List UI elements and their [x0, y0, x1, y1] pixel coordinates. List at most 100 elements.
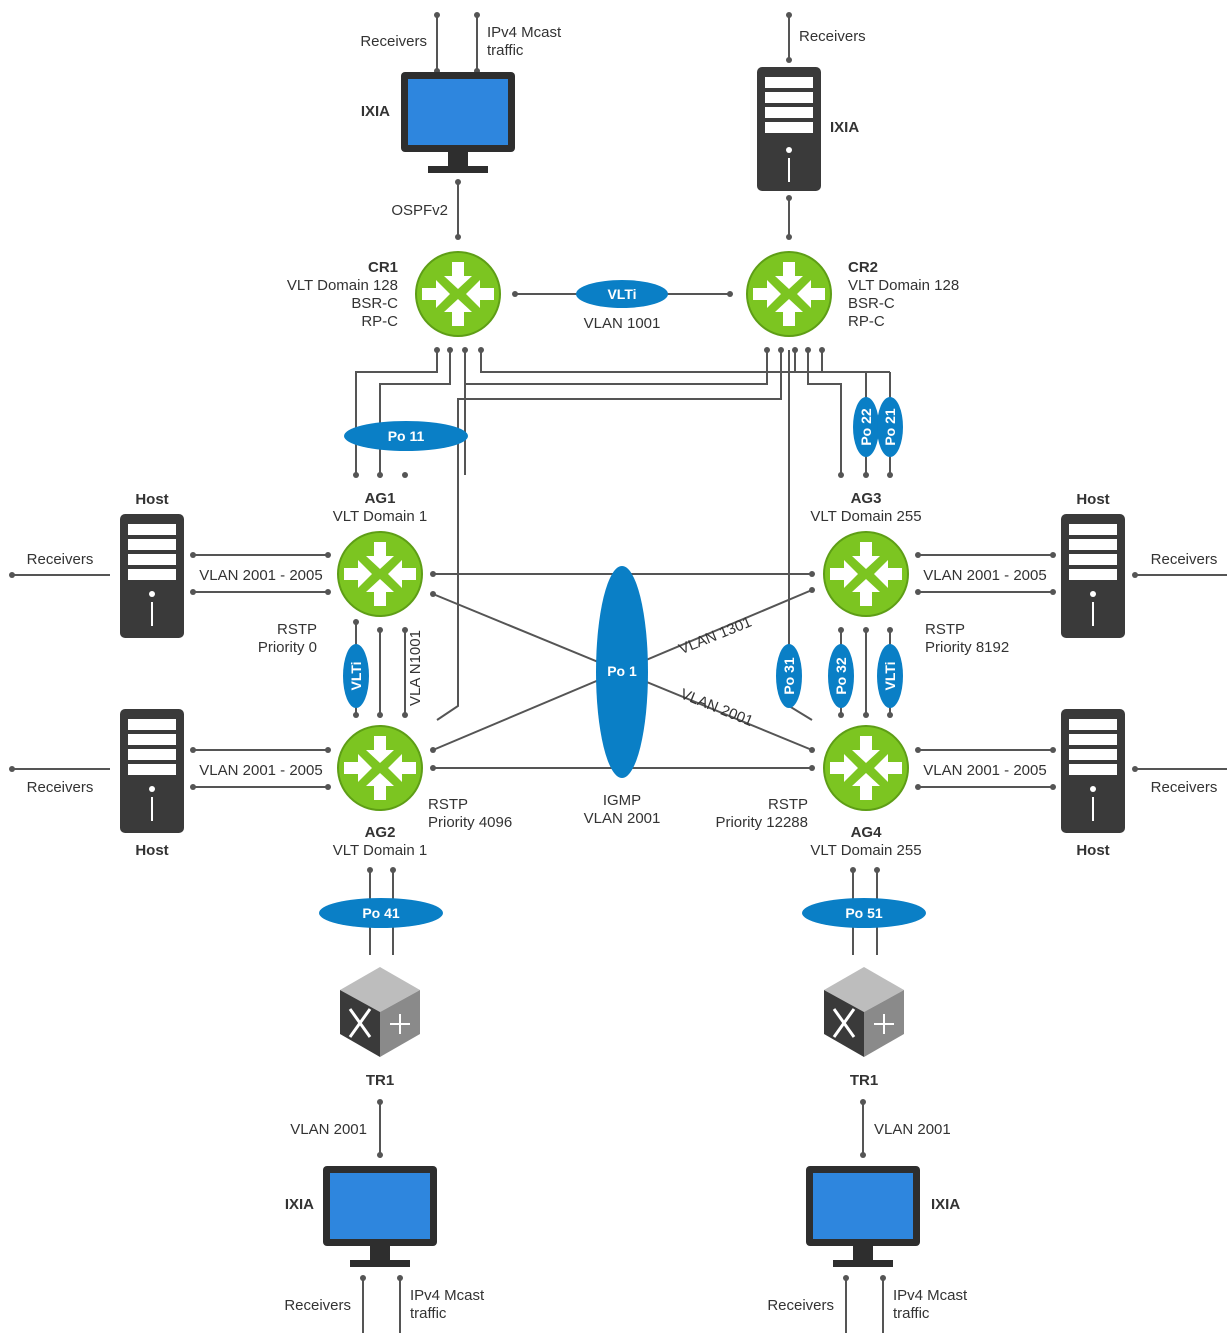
ag2-name: AG2 [365, 824, 396, 841]
ag1-priority: Priority 0 [258, 639, 317, 656]
ixia-bl-label: IXIA [285, 1196, 314, 1213]
ospfv2-label: OSPFv2 [391, 202, 448, 219]
ixia-tr-receivers: Receivers [799, 28, 866, 45]
ixia-bl-traffic-2: traffic [410, 1305, 447, 1322]
server-icon [1060, 513, 1126, 639]
po51-label: Po 51 [845, 905, 883, 921]
server-tower-icon [757, 67, 821, 191]
oval-po22: Po 22 [853, 397, 879, 457]
po22-label: Po 22 [858, 408, 874, 446]
ixia-tr-label: IXIA [830, 119, 859, 136]
cr1-line2: VLT Domain 128 [287, 277, 398, 294]
ixia-bl-vlan: VLAN 2001 [290, 1121, 367, 1138]
oval-po21: Po 21 [877, 397, 903, 457]
vlan-core-label: VLAN 1001 [584, 315, 661, 332]
host-br-vlan: VLAN 2001 - 2005 [923, 762, 1046, 779]
oval-po1: Po 1 [596, 566, 648, 778]
ag4-rstp: RSTP [768, 796, 808, 813]
host-tl-vlan: VLAN 2001 - 2005 [199, 567, 322, 584]
host-bl-vlan: VLAN 2001 - 2005 [199, 762, 322, 779]
ixia-tl-label: IXIA [361, 103, 390, 120]
host-tr-receivers: Receivers [1151, 551, 1218, 568]
host-tr-vlan: VLAN 2001 - 2005 [923, 567, 1046, 584]
po41-label: Po 41 [362, 905, 400, 921]
monitor-icon [401, 72, 515, 173]
ag2-line2: VLT Domain 1 [333, 842, 428, 859]
vlan-n1001-label: VLA N1001 [407, 630, 424, 706]
connection-dots [9, 12, 1138, 1281]
po1-label: Po 1 [607, 663, 637, 679]
vlan-2001-diag-label: VLAN 2001 [678, 686, 756, 731]
ag3-priority: Priority 8192 [925, 639, 1009, 656]
router-icon [337, 725, 423, 811]
ag2-priority: Priority 4096 [428, 814, 512, 831]
server-icon [119, 708, 185, 834]
oval-po11: Po 11 [344, 421, 468, 451]
cr2-line3: BSR-C [848, 295, 895, 312]
host-tr-label: Host [1076, 491, 1109, 508]
router-icon [823, 531, 909, 617]
ag4-name: AG4 [851, 824, 883, 841]
router-icon [823, 725, 909, 811]
vlti-core-label: VLTi [607, 286, 636, 302]
cr2-line2: VLT Domain 128 [848, 277, 959, 294]
cr1-name: CR1 [368, 259, 398, 276]
oval-po31: Po 31 [776, 644, 802, 708]
cr1-line4: RP-C [361, 313, 398, 330]
oval-vlti-core: VLTi [576, 280, 668, 308]
ixia-bl-traffic-1: IPv4 Mcast [410, 1287, 485, 1304]
ixia-br-vlan: VLAN 2001 [874, 1121, 951, 1138]
ag2-rstp: RSTP [428, 796, 468, 813]
igmp-vlan-label: VLAN 2001 [584, 810, 661, 827]
tr1-left-label: TR1 [366, 1072, 394, 1089]
oval-po32: Po 32 [828, 644, 854, 708]
vlti-ag34-label: VLTi [882, 661, 898, 690]
host-bl-label: Host [135, 842, 168, 859]
po21-label: Po 21 [882, 408, 898, 446]
monitor-icon [323, 1166, 437, 1267]
igmp-label: IGMP [603, 792, 641, 809]
ixia-br-label: IXIA [931, 1196, 960, 1213]
ag1-line2: VLT Domain 1 [333, 508, 428, 525]
vlan-1301-label: VLAN 1301 [677, 614, 755, 659]
ag3-line2: VLT Domain 255 [810, 508, 921, 525]
ag3-rstp: RSTP [925, 621, 965, 638]
cr1-line3: BSR-C [351, 295, 398, 312]
ag1-name: AG1 [365, 490, 396, 507]
host-tl-receivers: Receivers [27, 551, 94, 568]
ixia-br-traffic-2: traffic [893, 1305, 930, 1322]
switch-cube-icon [338, 965, 422, 1059]
tr1-right-label: TR1 [850, 1072, 878, 1089]
po11-label: Po 11 [388, 428, 425, 444]
server-icon [1060, 708, 1126, 834]
ag4-line2: VLT Domain 255 [810, 842, 921, 859]
host-tl-label: Host [135, 491, 168, 508]
oval-po51: Po 51 [802, 898, 926, 928]
router-icon [337, 531, 423, 617]
host-bl-receivers: Receivers [27, 779, 94, 796]
ixia-bl-receivers: Receivers [284, 1297, 351, 1314]
ixia-br-receivers: Receivers [767, 1297, 834, 1314]
ixia-br-traffic-1: IPv4 Mcast [893, 1287, 968, 1304]
host-br-receivers: Receivers [1151, 779, 1218, 796]
ixia-tl-traffic-2: traffic [487, 42, 524, 59]
cr2-line4: RP-C [848, 313, 885, 330]
host-br-label: Host [1076, 842, 1109, 859]
oval-po41: Po 41 [319, 898, 443, 928]
ixia-tl-receivers: Receivers [360, 33, 427, 50]
po31-label: Po 31 [781, 657, 797, 695]
ag3-name: AG3 [851, 490, 882, 507]
router-icon [415, 251, 501, 337]
vlti-ag12-label: VLTi [348, 661, 364, 690]
ag1-rstp: RSTP [277, 621, 317, 638]
po32-label: Po 32 [833, 657, 849, 695]
ag4-priority: Priority 12288 [715, 814, 808, 831]
server-icon [119, 513, 185, 639]
ixia-tl-traffic-1: IPv4 Mcast [487, 24, 562, 41]
oval-vlti-ag34: VLTi [877, 644, 903, 708]
router-icon [746, 251, 832, 337]
switch-cube-icon [822, 965, 906, 1059]
monitor-icon [806, 1166, 920, 1267]
cr2-name: CR2 [848, 259, 878, 276]
